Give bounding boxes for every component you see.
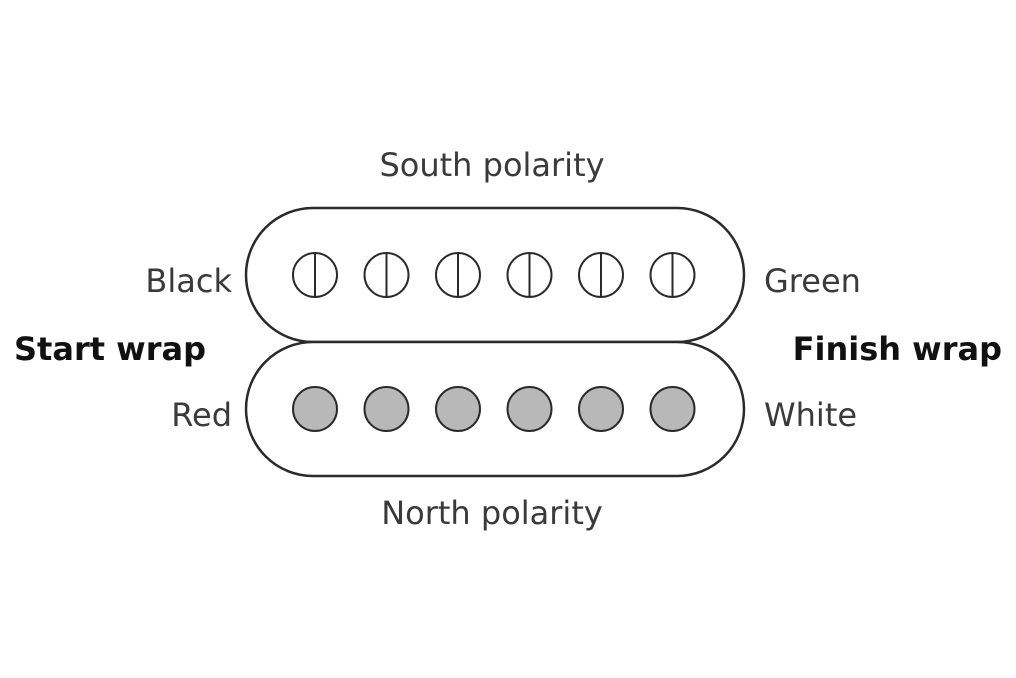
south-pole-pieces — [292, 252, 696, 298]
north-pole-piece — [435, 386, 481, 432]
start-wrap-label: Start wrap — [14, 330, 206, 368]
north-coil — [244, 340, 746, 478]
south-pole-piece — [506, 252, 553, 298]
south-pole-piece — [363, 252, 410, 298]
red-wire-label: Red — [171, 396, 232, 434]
black-wire-label: Black — [145, 262, 232, 300]
north-pole-piece — [578, 386, 624, 432]
white-wire-label: White — [764, 396, 857, 434]
south-pole-piece — [435, 252, 481, 298]
south-polarity-label: South polarity — [379, 146, 604, 184]
north-pole-piece — [292, 386, 338, 432]
green-wire-label: Green — [764, 262, 861, 300]
south-pole-piece — [292, 252, 338, 298]
north-polarity-label: North polarity — [381, 494, 603, 532]
finish-wrap-label: Finish wrap — [793, 330, 1002, 368]
north-pole-piece — [363, 386, 410, 432]
south-pole-piece — [649, 252, 696, 298]
north-pole-piece — [649, 386, 696, 432]
south-pole-piece — [578, 252, 624, 298]
north-pole-piece — [506, 386, 553, 432]
north-pole-pieces — [292, 386, 696, 432]
